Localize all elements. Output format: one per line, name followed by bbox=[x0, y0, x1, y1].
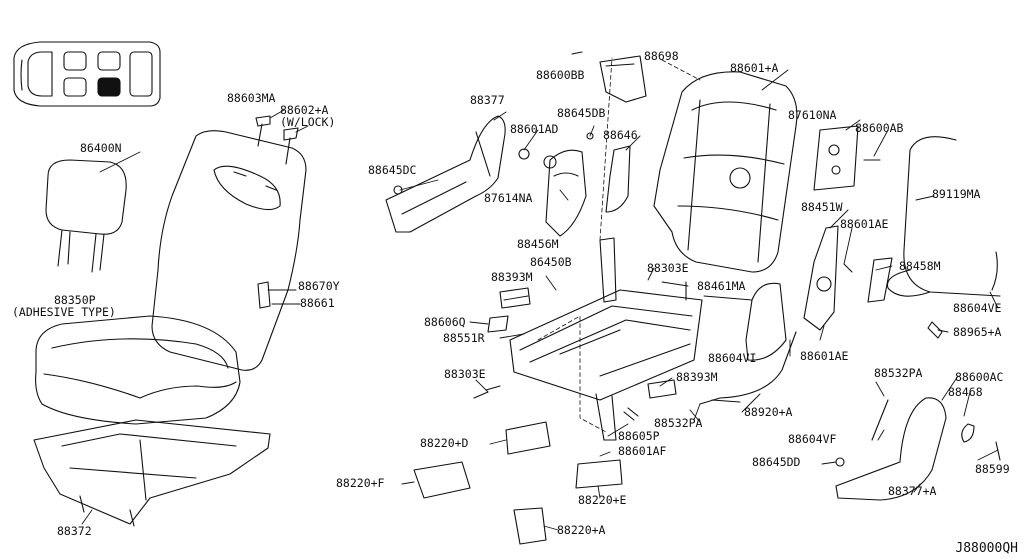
label-adhesive-type: (ADHESIVE TYPE) bbox=[12, 305, 116, 319]
inner-cover-part bbox=[745, 282, 787, 361]
label-88377-plus-a: 88377+A bbox=[888, 484, 937, 498]
upper-bracket-part bbox=[571, 51, 647, 103]
fastener-parts bbox=[473, 281, 1001, 467]
label-88350p: 88350P bbox=[54, 293, 96, 307]
label-88377: 88377 bbox=[470, 93, 505, 107]
outer-cover-part bbox=[835, 397, 975, 501]
label-88372: 88372 bbox=[57, 524, 92, 538]
label-88220-plus-d: 88220+D bbox=[420, 436, 469, 450]
label-w-lock: (W/LOCK) bbox=[280, 115, 336, 129]
reference-lines bbox=[537, 57, 701, 433]
label-88606q: 88606Q bbox=[424, 315, 466, 329]
label-88461ma: 88461MA bbox=[697, 279, 746, 293]
switch-unit-part bbox=[813, 125, 881, 191]
track-cover-parts bbox=[413, 421, 623, 545]
label-88604ve: 88604VE bbox=[953, 301, 1002, 315]
label-88645dc: 88645DC bbox=[368, 163, 417, 177]
label-88920-plus-a: 88920+A bbox=[744, 405, 793, 419]
label-86400n: 86400N bbox=[80, 141, 122, 155]
label-86450b: 86450B bbox=[530, 255, 572, 269]
label-88646: 88646 bbox=[603, 128, 638, 142]
label-88458m: 88458M bbox=[899, 259, 941, 273]
label-88601af: 88601AF bbox=[618, 444, 667, 458]
label-88393m-upper: 88393M bbox=[491, 270, 533, 284]
label-88698: 88698 bbox=[644, 49, 679, 63]
headrest-part bbox=[45, 159, 127, 273]
label-88600bb: 88600BB bbox=[536, 68, 585, 82]
seatback-cover-part bbox=[151, 130, 307, 371]
side-cover-part bbox=[385, 115, 506, 233]
label-88220-plus-e: 88220+E bbox=[578, 493, 627, 507]
harness-part bbox=[886, 136, 1001, 339]
label-88601ad: 88601AD bbox=[510, 122, 559, 136]
label-88601-plus-a: 88601+A bbox=[730, 61, 779, 75]
label-88468: 88468 bbox=[948, 385, 983, 399]
label-88605p: 88605P bbox=[618, 429, 660, 443]
label-88532pa-right: 88532PA bbox=[874, 366, 923, 380]
label-87614na: 87614NA bbox=[484, 191, 533, 205]
bracket-part bbox=[586, 132, 631, 213]
recliner-mechanism-part bbox=[803, 225, 893, 331]
label-88303e-upper: 88303E bbox=[647, 261, 689, 275]
label-88602-plus-a: 88602+A bbox=[280, 103, 329, 117]
leader-lines bbox=[81, 69, 999, 531]
label-88604vi: 88604VI bbox=[708, 351, 757, 365]
label-88303e-lower: 88303E bbox=[444, 367, 486, 381]
diagram-code: J88000QH bbox=[955, 541, 1018, 556]
cable-part bbox=[699, 331, 797, 405]
bolt-parts bbox=[255, 115, 299, 165]
label-88600ac: 88600AC bbox=[955, 370, 1004, 384]
label-88645dd: 88645DD bbox=[752, 455, 801, 469]
label-88451w: 88451W bbox=[801, 200, 843, 214]
label-88599: 88599 bbox=[975, 462, 1010, 476]
label-89119ma: 89119MA bbox=[932, 187, 981, 201]
cushion-frame-part bbox=[33, 419, 271, 527]
label-88532pa-center: 88532PA bbox=[654, 416, 703, 430]
label-88645db: 88645DB bbox=[557, 106, 606, 120]
label-88661: 88661 bbox=[300, 296, 335, 310]
label-88220-plus-f: 88220+F bbox=[336, 476, 385, 490]
label-88670y: 88670Y bbox=[298, 279, 340, 293]
label-88220-plus-a: 88220+A bbox=[557, 523, 606, 537]
label-87610na: 87610NA bbox=[788, 108, 837, 122]
seatback-frame-part bbox=[653, 71, 798, 273]
label-88604vf: 88604VF bbox=[788, 432, 837, 446]
label-88600ab: 88600AB bbox=[855, 121, 904, 135]
vehicle-locator-icon bbox=[13, 41, 161, 107]
label-88456m: 88456M bbox=[517, 237, 559, 251]
label-88601ae-lower: 88601AE bbox=[800, 349, 849, 363]
label-88393m-lower: 88393M bbox=[676, 370, 718, 384]
recliner-lever-part bbox=[518, 148, 587, 237]
seat-cushion-part bbox=[35, 315, 241, 425]
label-88603ma: 88603MA bbox=[227, 91, 276, 105]
label-88551r: 88551R bbox=[443, 331, 485, 345]
seat-track-assembly-part bbox=[509, 237, 703, 441]
label-88601ae-upper: 88601AE bbox=[840, 217, 889, 231]
label-88965-plus-a: 88965+A bbox=[953, 325, 1002, 339]
